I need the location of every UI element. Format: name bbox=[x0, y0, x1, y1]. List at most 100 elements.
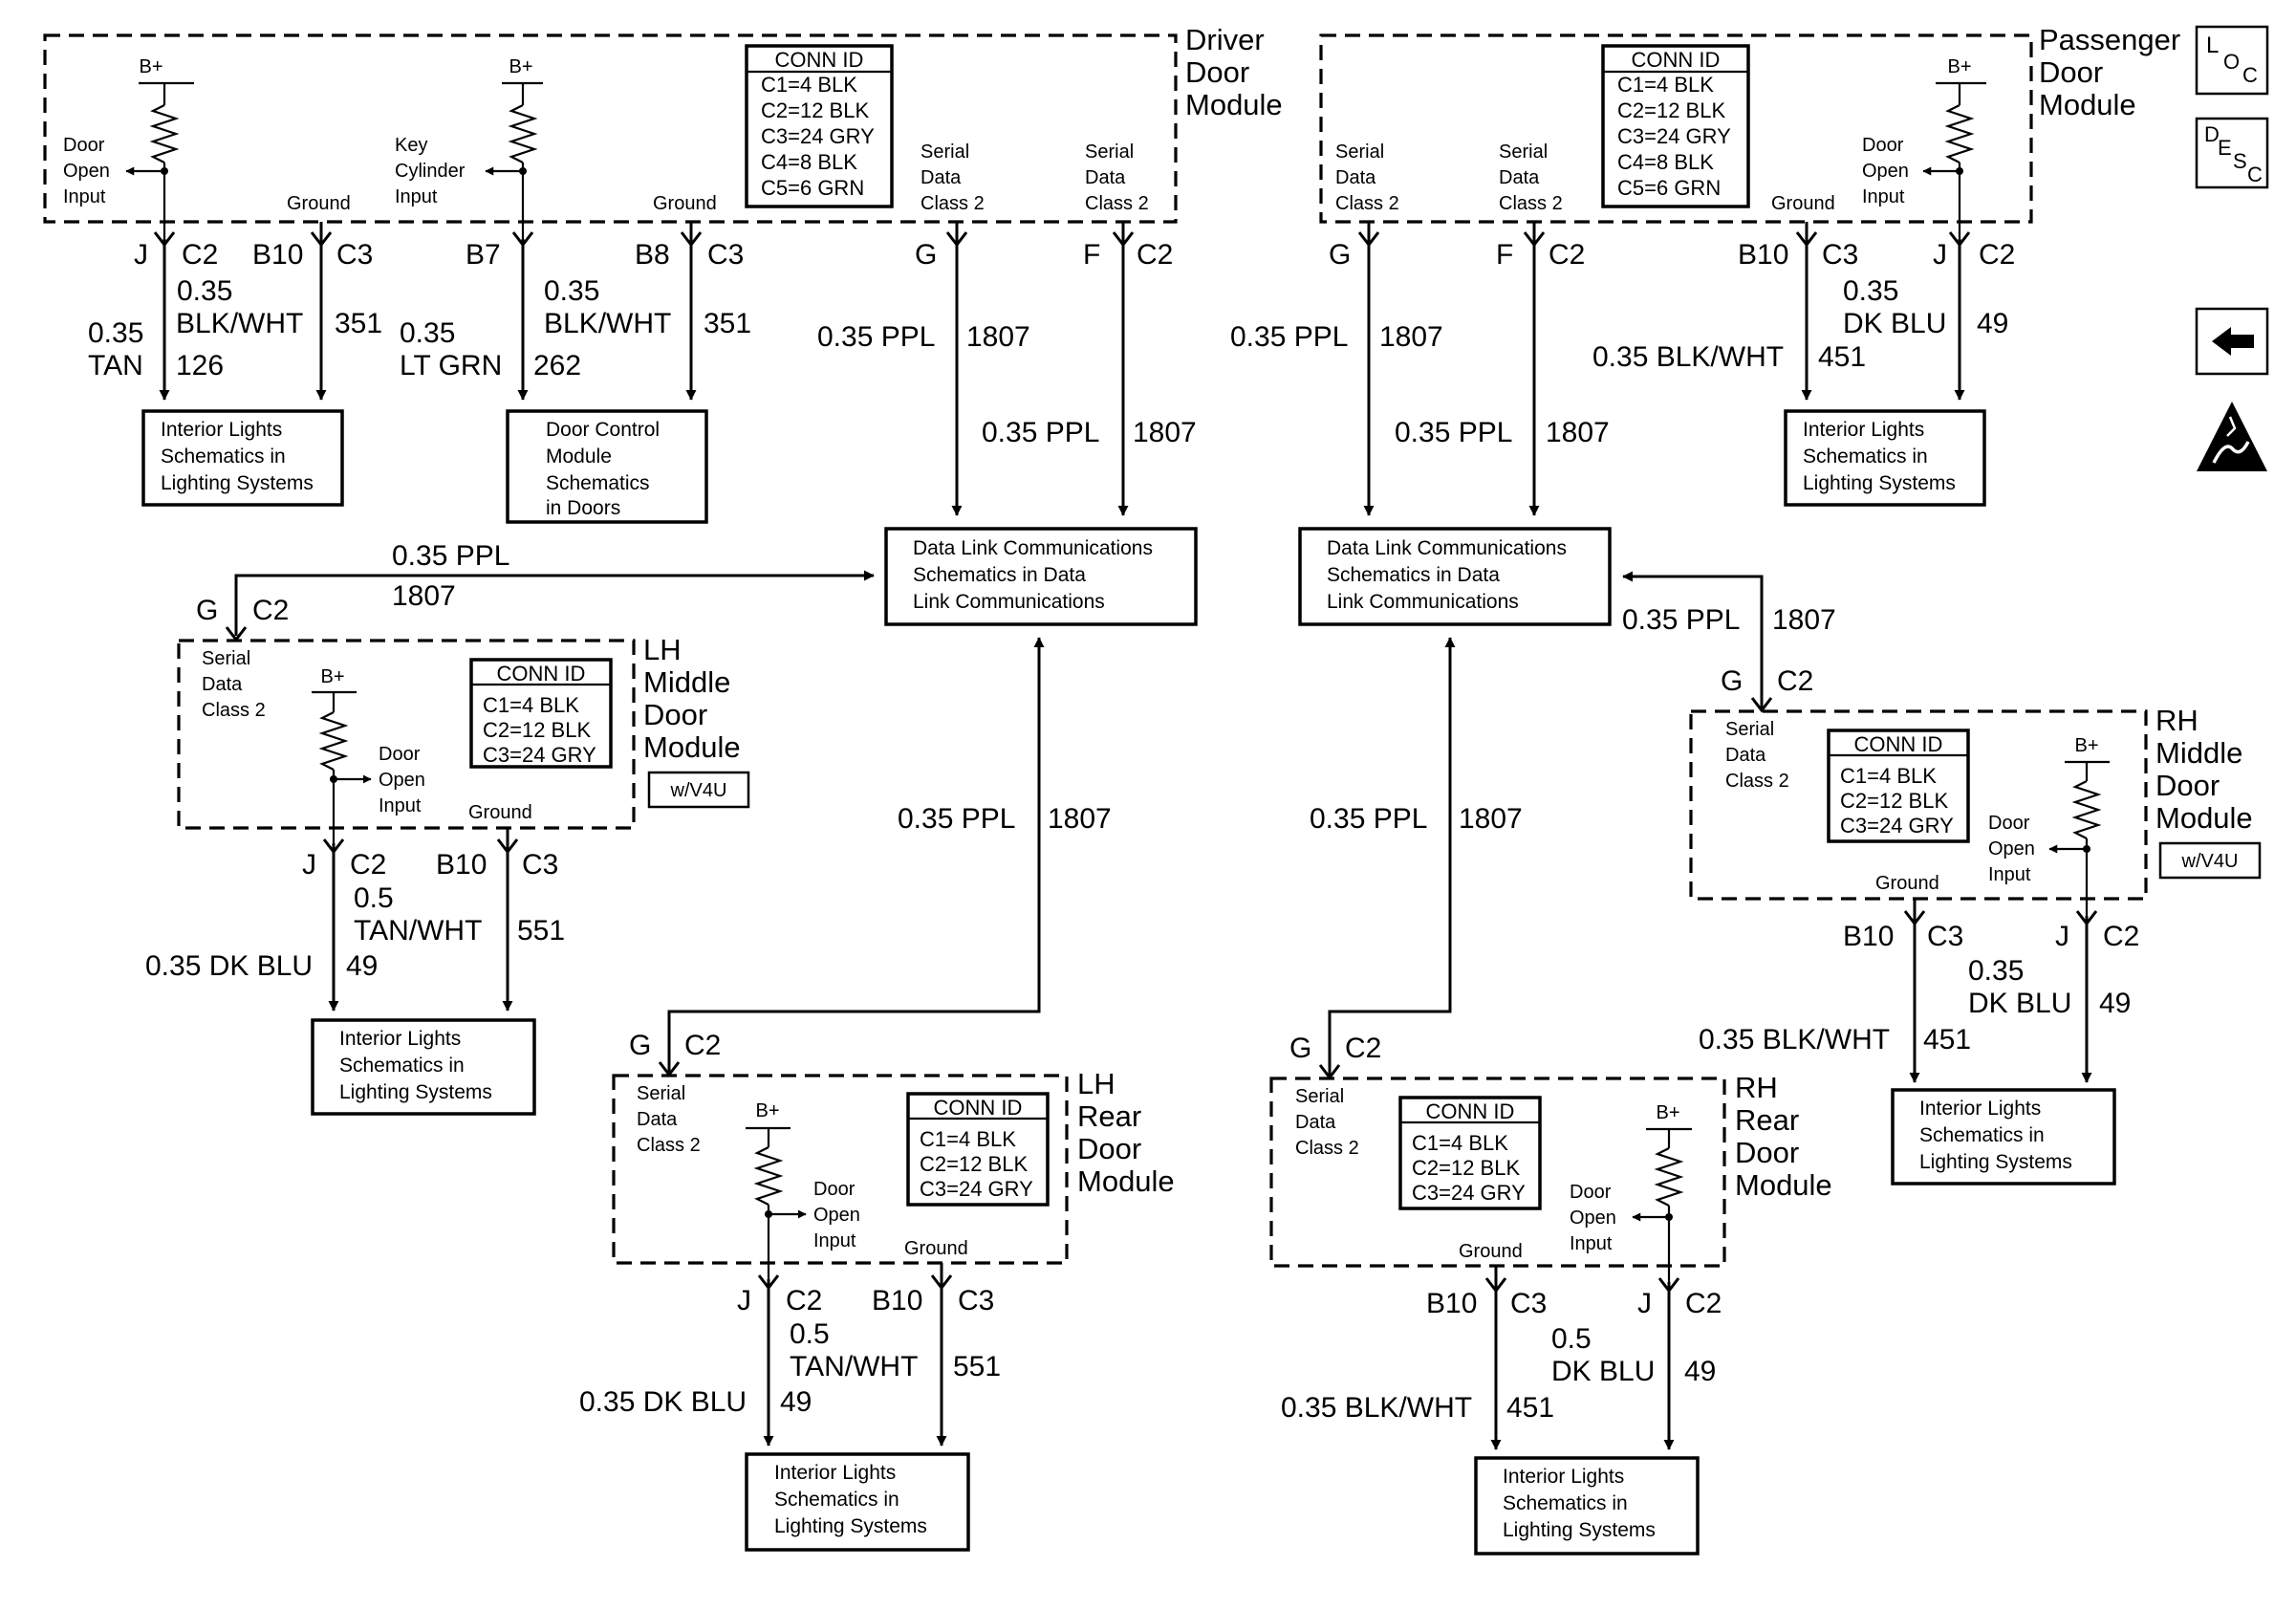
svg-text:1807: 1807 bbox=[392, 580, 456, 612]
passenger-door-open-pullup: B+ Door Open Input bbox=[1862, 56, 1986, 239]
svg-text:C3=24 GRY: C3=24 GRY bbox=[761, 124, 875, 148]
rh-middle-door-open-label: Door Open Input bbox=[1988, 813, 2041, 885]
svg-text:0.35 PPL: 0.35 PPL bbox=[1310, 803, 1427, 835]
svg-text:0.35 BLK/WHT: 0.35 BLK/WHT bbox=[1592, 341, 1784, 373]
driver-serial-data-label-1: Serial Data Class 2 bbox=[921, 141, 985, 214]
svg-text:C1=4 BLK: C1=4 BLK bbox=[1840, 764, 1937, 788]
lh-middle-conn-id-table: CONN ID C1=4 BLK C2=12 BLK C3=24 GRY bbox=[469, 658, 613, 769]
svg-text:C4=8 BLK: C4=8 BLK bbox=[1617, 150, 1714, 174]
svg-text:B7: B7 bbox=[466, 239, 501, 271]
svg-text:BLK/WHT: BLK/WHT bbox=[176, 308, 303, 339]
svg-text:C2: C2 bbox=[2103, 921, 2139, 952]
left-arrow-icon[interactable] bbox=[2195, 307, 2269, 376]
lh-rear-module-boundary bbox=[612, 1074, 1069, 1265]
svg-text:C2: C2 bbox=[786, 1285, 822, 1316]
loc-icon[interactable]: L O C bbox=[2195, 25, 2269, 96]
svg-text:C3=24 GRY: C3=24 GRY bbox=[920, 1177, 1033, 1201]
passenger-module-boundary bbox=[1319, 33, 2033, 224]
svg-text:S: S bbox=[2233, 149, 2247, 173]
svg-text:1807: 1807 bbox=[1048, 803, 1112, 835]
svg-text:0.35 PPL: 0.35 PPL bbox=[817, 321, 935, 353]
passenger-ground-label: Ground bbox=[1771, 193, 1835, 214]
svg-text:C3: C3 bbox=[958, 1285, 994, 1316]
svg-text:B10: B10 bbox=[1843, 921, 1894, 952]
svg-text:C3=24 GRY: C3=24 GRY bbox=[483, 743, 596, 767]
svg-text:1807: 1807 bbox=[1546, 417, 1610, 448]
rh-rear-wiring: B10 C3 J C2 0.5 DK BLU 49 0.35 BLK/WHT 4… bbox=[1281, 1266, 1722, 1450]
lh-rear-wiring: J C2 B10 C3 0.5 TAN/WHT 551 0.35 DK BLU … bbox=[579, 1263, 1001, 1447]
svg-text:C1=4 BLK: C1=4 BLK bbox=[920, 1127, 1016, 1151]
svg-text:0.35 PPL: 0.35 PPL bbox=[1622, 604, 1740, 636]
svg-text:B+: B+ bbox=[1947, 56, 1971, 77]
svg-text:49: 49 bbox=[780, 1386, 812, 1418]
svg-text:C1=4 BLK: C1=4 BLK bbox=[483, 693, 579, 717]
rh-middle-module-boundary bbox=[1689, 709, 2148, 901]
passenger-door-open-label: Door Open Input bbox=[1862, 135, 1915, 207]
rh-middle-serial-data-label: Serial Data Class 2 bbox=[1725, 719, 1789, 792]
driver-door-module: Driver Door Module CONN ID C1=4 BLK C2=1… bbox=[43, 23, 1283, 239]
lh-rear-door-open-label: Door Open Input bbox=[813, 1179, 866, 1251]
passenger-conn-id-table: CONN ID C1=4 BLK C2=12 BLK C3=24 GRY C4=… bbox=[1601, 44, 1750, 208]
svg-text:C5=6 GRN: C5=6 GRN bbox=[1617, 176, 1721, 200]
svg-text:B10: B10 bbox=[1738, 239, 1788, 271]
svg-text:TAN/WHT: TAN/WHT bbox=[354, 915, 482, 946]
svg-text:0.35 PPL: 0.35 PPL bbox=[1395, 417, 1512, 448]
svg-text:E: E bbox=[2218, 136, 2232, 160]
lh-rear-module-title: LH Rear Door Module bbox=[1077, 1067, 1175, 1198]
svg-text:0.35: 0.35 bbox=[544, 275, 599, 307]
svg-text:DK BLU: DK BLU bbox=[1843, 308, 1946, 339]
svg-text:49: 49 bbox=[1977, 308, 2008, 339]
svg-text:J: J bbox=[2055, 921, 2069, 952]
svg-text:262: 262 bbox=[533, 350, 581, 381]
lh-rear-door-module: LH Rear Door Module CONN ID C1=4 BLK C2=… bbox=[612, 1067, 1175, 1279]
rh-rear-module-title: RH Rear Door Module bbox=[1735, 1071, 1832, 1202]
svg-text:C2: C2 bbox=[684, 1030, 721, 1061]
rh-rear-door-module: RH Rear Door Module CONN ID C1=4 BLK C2=… bbox=[1269, 1071, 1832, 1282]
svg-text:O: O bbox=[2223, 50, 2240, 74]
svg-text:C2=12 BLK: C2=12 BLK bbox=[761, 98, 869, 122]
passenger-wiring bbox=[1357, 222, 1971, 516]
svg-text:0.35 DK BLU: 0.35 DK BLU bbox=[579, 1386, 747, 1418]
svg-text:J: J bbox=[737, 1285, 751, 1316]
svg-text:G: G bbox=[915, 239, 937, 271]
desc-icon[interactable]: D E S C bbox=[2195, 117, 2269, 189]
passenger-serial-data-label-1: Serial Data Class 2 bbox=[1335, 141, 1399, 214]
svg-text:F: F bbox=[1496, 239, 1513, 271]
svg-text:0.35 PPL: 0.35 PPL bbox=[898, 803, 1015, 835]
driver-door-open-pullup: B+ Door Open Input bbox=[63, 56, 194, 239]
svg-text:351: 351 bbox=[704, 308, 751, 339]
svg-text:451: 451 bbox=[1818, 341, 1866, 373]
lh-middle-option-badge: w/V4U bbox=[647, 771, 750, 809]
svg-text:C3: C3 bbox=[1510, 1288, 1547, 1319]
svg-text:TAN: TAN bbox=[88, 350, 143, 381]
driver-wire-labels: J C2 B10 C3 0.35 BLK/WHT 351 0.35 TAN 12… bbox=[88, 239, 1197, 448]
lh-middle-module-title: LH Middle Door Module bbox=[643, 633, 741, 764]
svg-text:551: 551 bbox=[953, 1351, 1001, 1382]
driver-wiring bbox=[153, 222, 1135, 516]
svg-text:0.35 PPL: 0.35 PPL bbox=[1230, 321, 1348, 353]
svg-text:CONN ID: CONN ID bbox=[1632, 48, 1721, 72]
svg-text:C3: C3 bbox=[1822, 239, 1858, 271]
svg-text:C3: C3 bbox=[707, 239, 744, 271]
svg-text:w/V4U: w/V4U bbox=[670, 780, 727, 801]
lh-rear-door-open-pullup: B+ Door Open Input bbox=[746, 1100, 866, 1279]
svg-text:D: D bbox=[2204, 122, 2220, 146]
svg-text:C2=12 BLK: C2=12 BLK bbox=[920, 1152, 1028, 1176]
driver-module-boundary bbox=[43, 33, 1178, 224]
svg-text:CONN ID: CONN ID bbox=[497, 662, 586, 685]
svg-text:B10: B10 bbox=[872, 1285, 922, 1316]
svg-text:TAN/WHT: TAN/WHT bbox=[790, 1351, 918, 1382]
